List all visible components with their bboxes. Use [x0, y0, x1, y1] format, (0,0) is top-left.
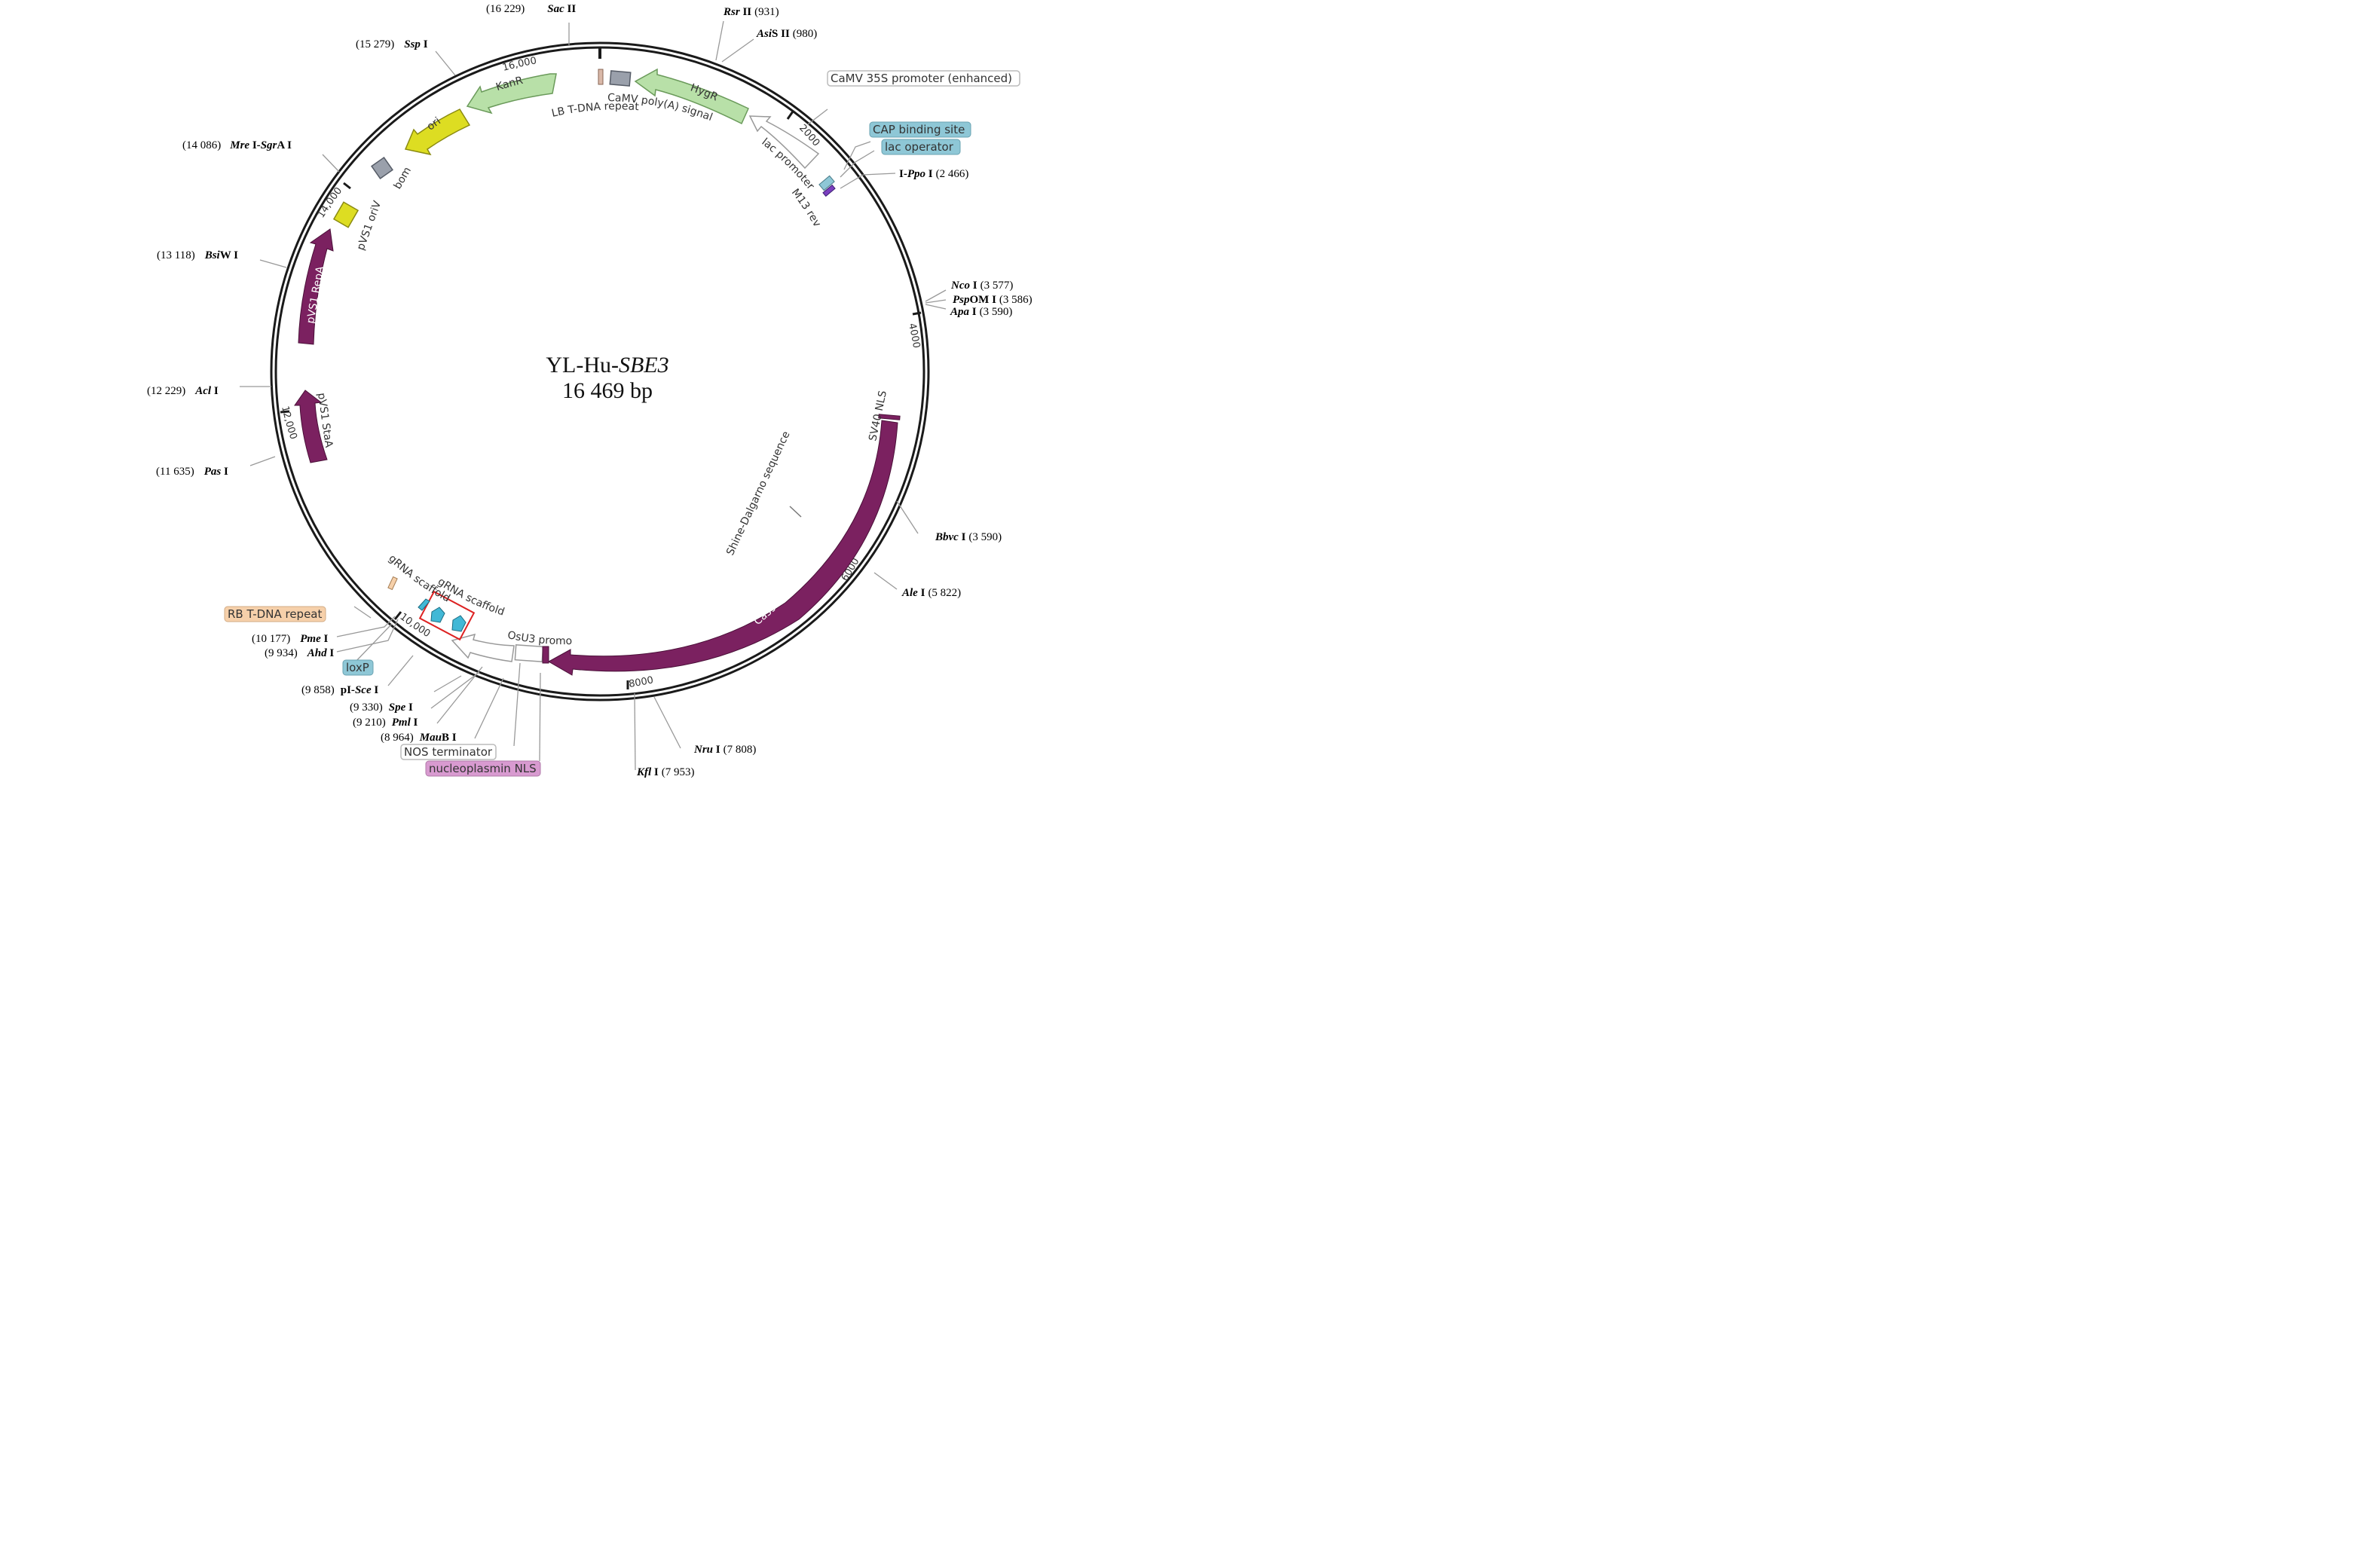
- pvs1-repa-arrow: [298, 228, 334, 345]
- site-label-pml1: (9 210)Pml I: [353, 717, 418, 729]
- cap-site-label: CAP binding site: [873, 123, 965, 136]
- site-label-rsr2: Rsr II(931): [723, 6, 779, 18]
- site-label-ahd1: (9 934)Ahd I: [265, 647, 334, 659]
- lb-repeat-box: [598, 69, 604, 85]
- rb-repeat-box: [224, 606, 326, 622]
- lac-operator-label: lac operator: [885, 140, 954, 154]
- plasmid-size: 16 469 bp: [562, 378, 653, 403]
- plasmid-map: YL-Hu-SBE3 16 469 bp 16,000 2000 4000 60…: [0, 0, 1033, 778]
- tick-mark-4000: [912, 311, 922, 316]
- tick-mark-2000: [786, 111, 794, 120]
- camv35s-box: [827, 70, 1020, 87]
- shine-dalgarno-label: Shine-Dalgarno sequence: [724, 429, 792, 558]
- nos-terminator-box: [400, 744, 497, 760]
- lac-operator-mark: [818, 175, 835, 191]
- loxp-box: [342, 659, 374, 676]
- site-label-bbvc1: Bbvc I(3 590): [935, 531, 1002, 543]
- site-label-bsiw1: (13 118)BsiW I: [157, 249, 238, 261]
- site-label-nru1: Nru I(7 808): [693, 744, 756, 756]
- rb-repeat-mark: [387, 576, 398, 591]
- plasmid-name: YL-Hu-SBE3: [546, 353, 668, 377]
- site-label-asis2: AsiS II(980): [756, 28, 817, 40]
- site-label-pspom1: PspOM I(3 586): [953, 294, 1033, 306]
- cap-site-box: [869, 121, 971, 138]
- bom-box: [371, 157, 393, 179]
- grna-scaffold-mark-b: [451, 615, 467, 632]
- grna-scaffold-mark-c: [418, 598, 430, 611]
- nucleoplasmin-nls-box: [425, 760, 541, 777]
- lb-repeat-label: LB T-DNA repeat: [550, 100, 639, 120]
- site-label-pme1: (10 177)Pme I: [252, 633, 329, 645]
- site-label-pisce1: (9 858)pI-Sce I: [301, 684, 378, 696]
- hygr-arrow: [634, 68, 749, 125]
- nucleoplasmin-nls-mark: [542, 646, 549, 664]
- pvs1-staa-arrow: [294, 390, 328, 463]
- rb-repeat-label: RB T-DNA repeat: [228, 607, 322, 621]
- nos-terminator-label: NOS terminator: [404, 745, 493, 759]
- cas9-arrow: [547, 420, 898, 676]
- m13-rev-label: M13 rev: [789, 187, 823, 229]
- site-label-mre: (14 086)Mre I-SgrA I: [182, 139, 292, 151]
- site-label-pas1: (11 635)Pas I: [156, 466, 228, 478]
- site-label-sac2: (16 229)Sac II: [486, 3, 576, 15]
- osu3-promoter-arrow: [451, 633, 515, 662]
- ori-arrow: [404, 109, 471, 156]
- sv40-nls-mark: [878, 414, 901, 420]
- pvs1-oriv-box: [332, 201, 359, 228]
- site-label-nco1: Nco I(3 577): [950, 280, 1013, 292]
- lac-promoter-arrow: [748, 115, 820, 170]
- site-label-ale1: Ale I(5 822): [901, 587, 961, 599]
- site-label-kfl1: Kfl I(7 953): [636, 766, 695, 778]
- tick-mark-10000: [393, 611, 402, 620]
- site-label-ippo1: I-Ppo I(2 466): [899, 168, 968, 180]
- site-label-ssp1: (15 279)Ssp I: [356, 38, 428, 50]
- site-label-apa1: Apa I(3 590): [950, 306, 1012, 318]
- tick-mark-14000: [343, 182, 351, 190]
- camv-polya-box: [609, 70, 632, 87]
- tick-label-8000: 8000: [628, 674, 654, 690]
- loxp-label: loxP: [346, 661, 369, 674]
- site-label-acl1: (12 229)Acl I: [147, 385, 219, 397]
- nucleoplasmin-nls-label: nucleoplasmin NLS: [429, 762, 537, 775]
- pvs1-oriv-label: pVS1 oriV: [355, 199, 384, 252]
- site-label-spe1: (9 330)Spe I: [350, 701, 413, 714]
- lac-operator-box: [881, 139, 961, 155]
- tick-label-4000: 4000: [906, 322, 922, 350]
- bom-label: bom: [392, 165, 414, 191]
- grna-scaffold-mark-a: [430, 607, 445, 623]
- kanr-arrow: [466, 73, 557, 115]
- tick-mark-12000: [280, 410, 290, 414]
- camv35s-label: CaMV 35S promoter (enhanced): [831, 72, 1012, 85]
- site-label-maub1: (8 964)MauB I: [381, 732, 457, 744]
- osu3-promoter-box: [514, 643, 544, 663]
- site-leader-lines: [240, 20, 947, 771]
- backbone-outer-ring: [270, 41, 930, 701]
- m13-rev-mark: [822, 184, 836, 197]
- shine-dalgarno-mark: [789, 506, 802, 518]
